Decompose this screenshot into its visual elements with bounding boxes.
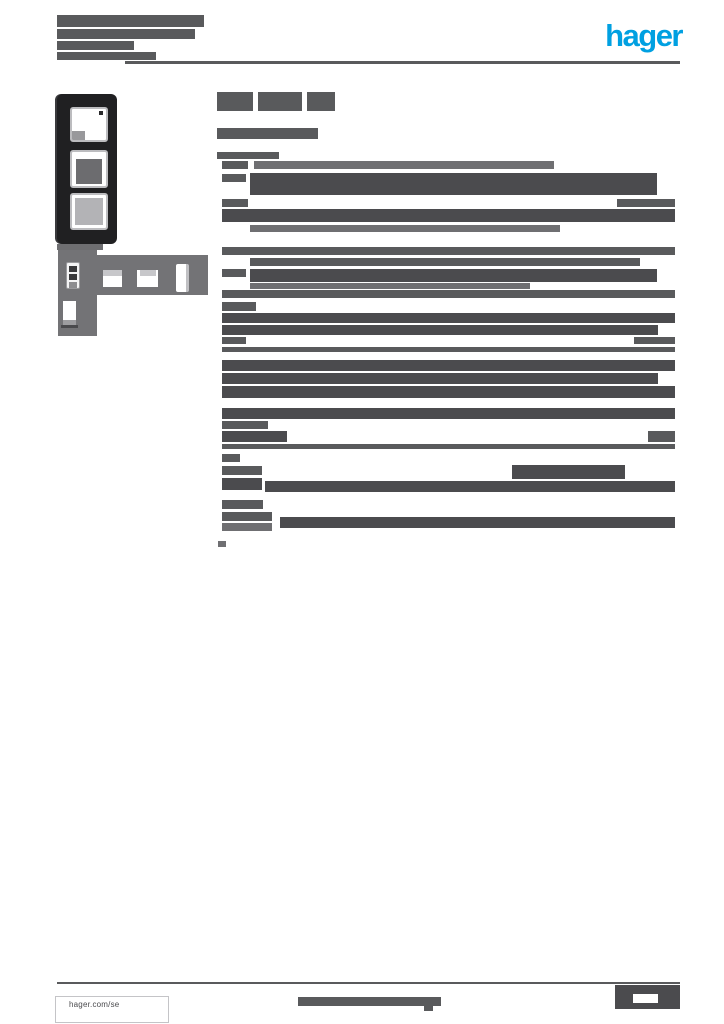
module-strip-slot bbox=[69, 274, 77, 280]
redacted-text-bar bbox=[222, 302, 256, 311]
redacted-text-bar bbox=[222, 421, 268, 429]
redacted-text-bar bbox=[617, 199, 675, 207]
redacted-text-bar bbox=[280, 517, 675, 528]
accessory-photo-module-strip bbox=[66, 262, 80, 289]
redacted-text-bar bbox=[265, 481, 675, 492]
frame-window-top-insert bbox=[72, 131, 85, 140]
redacted-text-bar bbox=[634, 337, 675, 344]
accessory-photo-clamp-1 bbox=[103, 270, 122, 287]
redacted-text-bar bbox=[222, 466, 262, 475]
module-strip-slot bbox=[69, 266, 77, 272]
redacted-text-bar bbox=[222, 347, 675, 352]
redacted-text-bar bbox=[222, 454, 240, 462]
redacted-text-bar bbox=[222, 174, 246, 182]
footer-site-box: hager.com/se bbox=[55, 996, 169, 1023]
redacted-text-bar bbox=[250, 269, 657, 282]
redacted-text-bar bbox=[217, 92, 253, 111]
redacted-text-bar bbox=[222, 478, 262, 490]
redacted-text-bar bbox=[222, 431, 287, 442]
redacted-text-bar bbox=[633, 994, 658, 1003]
cable-outlet-foot bbox=[63, 320, 76, 326]
divider-line bbox=[125, 61, 680, 64]
redacted-text-bar bbox=[222, 337, 246, 344]
redacted-text-bar bbox=[222, 360, 675, 371]
redacted-text-bar bbox=[57, 15, 204, 27]
redacted-text-bar bbox=[222, 523, 272, 531]
redacted-text-bar bbox=[222, 161, 248, 169]
clamp-cap bbox=[140, 270, 156, 276]
frame-window-middle bbox=[70, 150, 108, 188]
hager-logo: hager bbox=[605, 18, 683, 53]
redacted-text-bar bbox=[222, 325, 658, 335]
module-strip-slot bbox=[69, 282, 77, 288]
divider-line bbox=[57, 982, 680, 984]
redacted-text-bar bbox=[222, 247, 675, 255]
footer-site-label: hager.com/se bbox=[69, 1000, 120, 1009]
frame-window-top bbox=[70, 107, 108, 142]
frame-window-middle-insert bbox=[76, 159, 102, 184]
redacted-text-bar bbox=[222, 386, 675, 398]
redacted-text-bar bbox=[57, 41, 134, 50]
redacted-text-bar bbox=[222, 408, 675, 419]
redacted-text-bar bbox=[222, 199, 248, 207]
frame-3gang-photo bbox=[57, 94, 117, 244]
redacted-text-bar bbox=[218, 541, 226, 547]
redacted-text-bar bbox=[222, 500, 263, 509]
redacted-text-bar bbox=[222, 373, 658, 384]
frame-window-bottom bbox=[70, 193, 108, 230]
redacted-text-bar bbox=[250, 225, 560, 232]
redacted-text-bar bbox=[222, 444, 675, 449]
redacted-text-bar bbox=[512, 465, 625, 479]
redacted-text-bar bbox=[250, 283, 530, 289]
redacted-text-bar bbox=[222, 313, 675, 323]
redacted-text-bar bbox=[222, 209, 675, 222]
frame-photo-shadow bbox=[57, 244, 103, 250]
cable-outlet-base bbox=[61, 325, 78, 328]
redacted-text-bar bbox=[648, 431, 675, 442]
frame-window-bottom-insert bbox=[75, 198, 103, 225]
accessory-photo-cable-outlet bbox=[61, 301, 78, 328]
redacted-text-bar bbox=[258, 92, 302, 111]
clamp-cap bbox=[103, 270, 122, 276]
redacted-text-bar bbox=[57, 29, 195, 39]
redacted-text-bar bbox=[217, 152, 279, 159]
frame-window-top-marker bbox=[99, 111, 103, 115]
redacted-text-bar bbox=[424, 1006, 433, 1011]
redacted-text-bar bbox=[57, 52, 156, 60]
redacted-text-bar bbox=[222, 290, 675, 298]
redacted-text-bar bbox=[298, 997, 441, 1006]
redacted-text-bar bbox=[222, 512, 272, 521]
redacted-text-bar bbox=[254, 161, 554, 169]
redacted-text-bar bbox=[250, 258, 640, 266]
redacted-text-bar bbox=[250, 173, 657, 195]
redacted-text-bar bbox=[307, 92, 335, 111]
redacted-text-bar bbox=[222, 269, 246, 277]
accessory-photo-clamp-2 bbox=[137, 270, 158, 287]
redacted-text-bar bbox=[217, 128, 318, 139]
product-photo-main bbox=[55, 94, 119, 252]
accessory-photo-cover-side bbox=[176, 264, 189, 292]
